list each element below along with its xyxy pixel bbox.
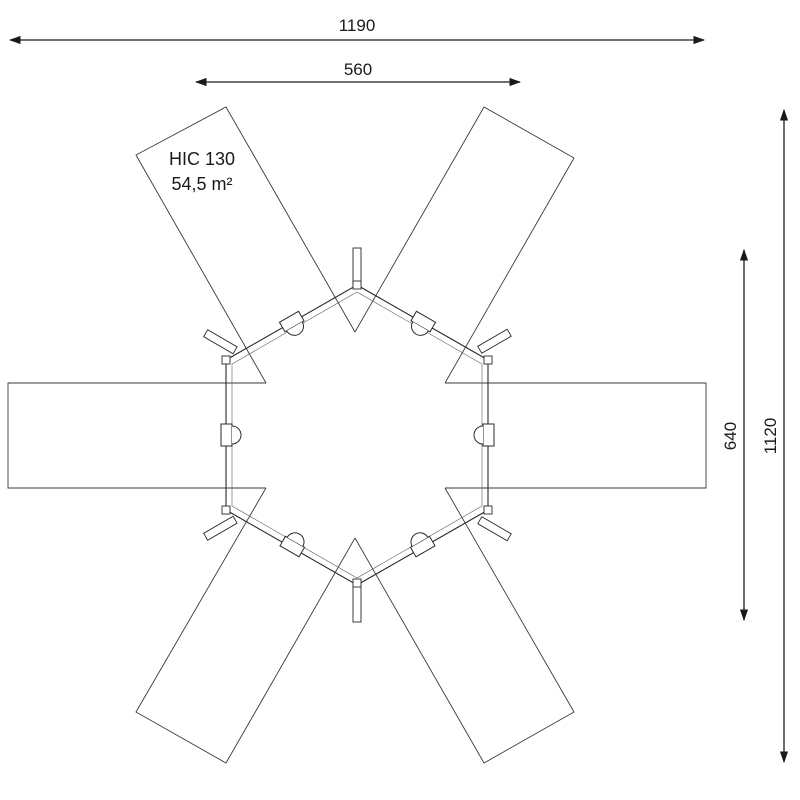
dimension-inner-width-label: 560 [344, 60, 372, 79]
post-bottom-left [203, 505, 238, 541]
swing-seat-bottom-right [409, 532, 436, 558]
safety-zone-right [445, 382, 707, 489]
dimension-inner-height-label: 640 [721, 422, 740, 450]
hic-label: HIC 130 [169, 149, 235, 169]
swing-seat-right [473, 423, 495, 447]
safety-zones [7, 106, 707, 764]
post-bottom-right [477, 505, 512, 542]
frame-inner [231, 291, 483, 579]
safety-zone-top-right [354, 106, 575, 384]
corner-posts [203, 247, 512, 623]
frame-outer [225, 284, 489, 586]
dimension-total-height: 1120 [761, 108, 789, 764]
post-top-right [477, 328, 512, 365]
dimension-total-height-label: 1120 [761, 418, 780, 455]
safety-zone-top-left [135, 106, 356, 384]
post-top-left [203, 329, 238, 365]
swing-seat-bottom-left [279, 532, 306, 558]
safety-zone-left [7, 382, 266, 489]
post-top [352, 247, 362, 290]
dimension-total-width: 1190 [8, 16, 706, 45]
hexagonal-frame [225, 284, 489, 586]
post-bottom [352, 578, 362, 623]
dimension-total-width-label: 1190 [339, 16, 376, 35]
swing-seat-left [220, 423, 242, 447]
safety-zone-label: HIC 130 54,5 m² [169, 149, 235, 194]
safety-zone-bottom-right [354, 487, 575, 764]
dimension-inner-height: 640 [721, 248, 749, 622]
swing-seat-top-right [410, 310, 437, 336]
safety-zone-bottom-left [135, 487, 356, 764]
swing-seat-top-left [278, 310, 305, 336]
area-label: 54,5 m² [171, 174, 232, 194]
swing-seats [220, 310, 495, 558]
dimension-inner-width: 560 [194, 60, 522, 87]
